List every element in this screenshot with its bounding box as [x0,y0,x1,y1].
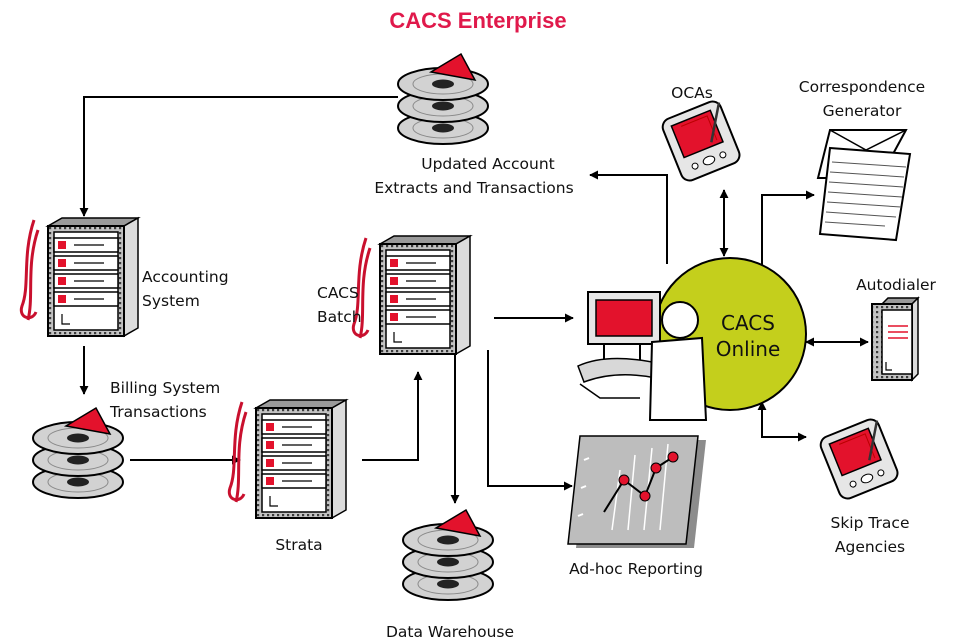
server-icon [19,216,140,338]
diagram-title: CACS Enterprise [389,8,566,33]
cacs-batch-node: CACS Batch [317,234,472,356]
server-icon [351,234,472,356]
correspondence-node: Correspondence Generator [799,78,925,242]
arrow-strata-to-batch [362,371,423,461]
data-warehouse-label: Data Warehouse [386,623,514,641]
cacs-online-node: CACS Online [577,257,807,421]
correspondence-label-line2: Generator [823,102,902,120]
handheld-device-icon [816,415,902,503]
arrow-online-skip-trace [757,401,807,442]
data-warehouse-node: Data Warehouse [386,510,514,641]
server-icon [227,398,348,520]
updated-extracts-node: Updated Account Extracts and Transaction… [374,54,574,197]
billing-transactions-node: Billing System Transactions [33,379,220,498]
skip-trace-label-line2: Agencies [835,538,905,556]
autodialer-unit-icon [871,296,920,382]
skip-trace-label-line1: Skip Trace [830,514,909,532]
arrow-batch-to-reporting [487,350,573,491]
database-stack-icon [398,54,488,144]
letter-envelope-icon [816,129,912,242]
billing-transactions-label-line1: Billing System [110,379,220,397]
skip-trace-node: Skip Trace Agencies [816,415,910,556]
arrow-extracts-to-accounting [79,96,398,217]
accounting-system-label-line1: Accounting [142,268,229,286]
handheld-device-icon [658,97,744,185]
adhoc-reporting-node: Ad-hoc Reporting [567,435,706,578]
strata-node: Strata [227,398,348,554]
cacs-batch-label-line2: Batch [317,308,362,326]
correspondence-label-line1: Correspondence [799,78,925,96]
chart-report-icon [567,435,706,548]
autodialer-label: Autodialer [856,276,936,294]
strata-label: Strata [275,536,322,554]
adhoc-reporting-label: Ad-hoc Reporting [569,560,703,578]
accounting-system-node: Accounting System [19,216,229,338]
billing-transactions-label-line2: Transactions [109,403,207,421]
updated-extracts-label-line2: Extracts and Transactions [374,179,573,197]
cacs-batch-label-line1: CACS [317,284,359,302]
accounting-system-label-line2: System [142,292,200,310]
ocas-node: OCAs [658,84,744,185]
workstation-user-icon [577,291,708,421]
arrow-online-to-correspondence [761,190,815,265]
updated-extracts-label-line1: Updated Account [421,155,554,173]
database-stack-icon [403,510,493,600]
cacs-online-label-line1: CACS [721,311,775,335]
arrow-online-to-extracts [589,170,668,264]
ocas-label: OCAs [671,84,713,102]
database-stack-icon [33,408,123,498]
cacs-online-label-line2: Online [716,337,781,361]
connectors [79,96,869,504]
autodialer-node: Autodialer [856,276,937,382]
